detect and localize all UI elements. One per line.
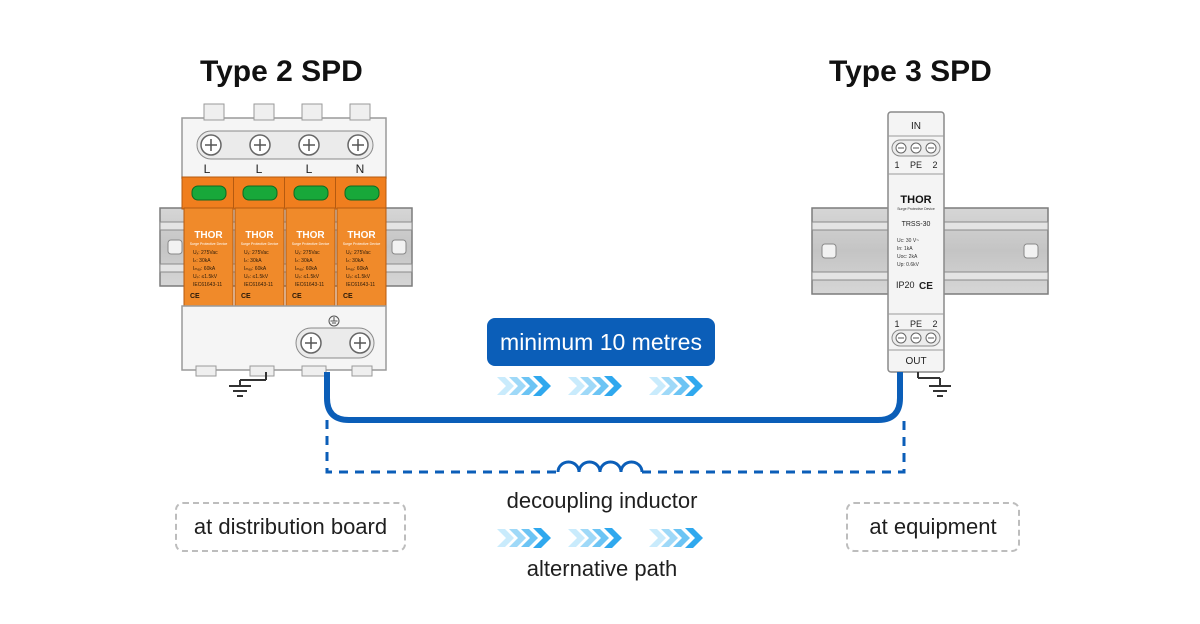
svg-text:1: 1 (894, 319, 899, 329)
spd-module: THOR Surge Protective Device Uₓ: 275Vac … (343, 230, 381, 300)
type3-spd: IN 1 PE 2 THOR Surge Protective Device T… (887, 111, 945, 373)
svg-text:Iₙ: 30kA: Iₙ: 30kA (295, 258, 313, 264)
distance-badge: minimum 10 metres (487, 318, 715, 366)
ip-rating: IP20 (896, 280, 915, 290)
pole-label: L (204, 162, 211, 176)
svg-text:Surge Protective Device: Surge Protective Device (190, 242, 228, 246)
svg-text:IEC61643-11: IEC61643-11 (295, 282, 324, 288)
svg-text:In: 1kA: In: 1kA (897, 246, 913, 252)
spd-module: THOR Surge Protective Device Uₓ: 275Vac … (241, 230, 279, 300)
svg-text:IEC61643-11: IEC61643-11 (346, 282, 375, 288)
ground-icon (917, 372, 951, 397)
svg-text:Surge Protective Device: Surge Protective Device (292, 242, 330, 246)
svg-text:Iₙ: 30kA: Iₙ: 30kA (346, 258, 364, 264)
type2-spd: L L L N THOR Surge Protective Device (181, 103, 387, 377)
ce-mark: CE (919, 281, 933, 292)
svg-text:2: 2 (932, 160, 937, 170)
svg-text:Uₚ: ≤1.5kV: Uₚ: ≤1.5kV (346, 274, 371, 280)
svg-text:Uₚ: ≤1.5kV: Uₚ: ≤1.5kV (295, 274, 320, 280)
in-label: IN (911, 121, 921, 132)
earth-symbol-icon (328, 315, 340, 327)
brand-logo: THOR (347, 230, 376, 241)
pole-label: N (356, 162, 365, 176)
svg-text:Iₘₐₓ: 60kA: Iₘₐₓ: 60kA (244, 266, 267, 272)
pole-label: L (306, 162, 313, 176)
screw-terminal-icon (895, 142, 937, 154)
svg-text:Uₓ: 275Vac: Uₓ: 275Vac (346, 250, 371, 256)
svg-text:Iₘₐₓ: 60kA: Iₘₐₓ: 60kA (193, 266, 216, 272)
svg-text:Iₘₐₓ: 60kA: Iₘₐₓ: 60kA (295, 266, 318, 272)
direction-arrows-icon (497, 376, 703, 396)
svg-text:Surge Protective Device: Surge Protective Device (897, 207, 935, 211)
svg-text:Uₚ: ≤1.5kV: Uₚ: ≤1.5kV (244, 274, 269, 280)
svg-text:Uc: 30 V~: Uc: 30 V~ (897, 238, 919, 244)
ce-mark: CE (241, 293, 251, 300)
screw-terminal-icon (200, 134, 369, 156)
brand-logo: THOR (900, 194, 931, 206)
model-label: TRSS-30 (902, 221, 931, 228)
spd-module: THOR Surge Protective Device Uₓ: 275Vac … (190, 230, 228, 300)
svg-text:Iₙ: 30kA: Iₙ: 30kA (244, 258, 262, 264)
svg-text:1: 1 (894, 160, 899, 170)
alternative-path-label: alternative path (526, 556, 678, 581)
brand-logo: THOR (296, 230, 325, 241)
svg-text:Uₓ: 275Vac: Uₓ: 275Vac (244, 250, 269, 256)
direction-arrows-icon (497, 528, 703, 548)
svg-text:Uoc: 2kA: Uoc: 2kA (897, 254, 918, 260)
screw-terminal-icon (300, 332, 371, 354)
svg-text:Iₙ: 30kA: Iₙ: 30kA (193, 258, 211, 264)
inductor-coil-icon (556, 460, 644, 473)
svg-text:Up: 0.6kV: Up: 0.6kV (897, 262, 920, 268)
alternative-path-line (325, 420, 906, 474)
brand-logo: THOR (245, 230, 274, 241)
ce-mark: CE (190, 293, 200, 300)
type2-title: Type 2 SPD (200, 55, 363, 88)
ce-mark: CE (343, 293, 353, 300)
brand-logo: THOR (194, 230, 223, 241)
connection-cable (324, 372, 903, 423)
svg-text:2: 2 (932, 319, 937, 329)
screw-terminal-icon (895, 332, 937, 344)
ce-mark: CE (292, 293, 302, 300)
location-label-left: at distribution board (175, 502, 406, 552)
ground-icon (229, 372, 267, 397)
svg-text:Iₘₐₓ: 60kA: Iₘₐₓ: 60kA (346, 266, 369, 272)
svg-text:Uₓ: 275Vac: Uₓ: 275Vac (295, 250, 320, 256)
svg-text:Surge Protective Device: Surge Protective Device (343, 242, 381, 246)
spd-module: THOR Surge Protective Device Uₓ: 275Vac … (292, 230, 330, 300)
location-label-right: at equipment (846, 502, 1020, 552)
out-label: OUT (905, 356, 926, 367)
svg-text:IEC61643-11: IEC61643-11 (244, 282, 273, 288)
type3-title: Type 3 SPD (829, 55, 992, 88)
svg-text:Uₚ: ≤1.5kV: Uₚ: ≤1.5kV (193, 274, 218, 280)
svg-text:Surge Protective Device: Surge Protective Device (241, 242, 279, 246)
pole-label: L (256, 162, 263, 176)
svg-text:PE: PE (910, 319, 922, 329)
svg-text:Uₓ: 275Vac: Uₓ: 275Vac (193, 250, 218, 256)
svg-text:PE: PE (910, 160, 922, 170)
svg-text:IEC61643-11: IEC61643-11 (193, 282, 222, 288)
inductor-label: decoupling inductor (506, 488, 698, 513)
